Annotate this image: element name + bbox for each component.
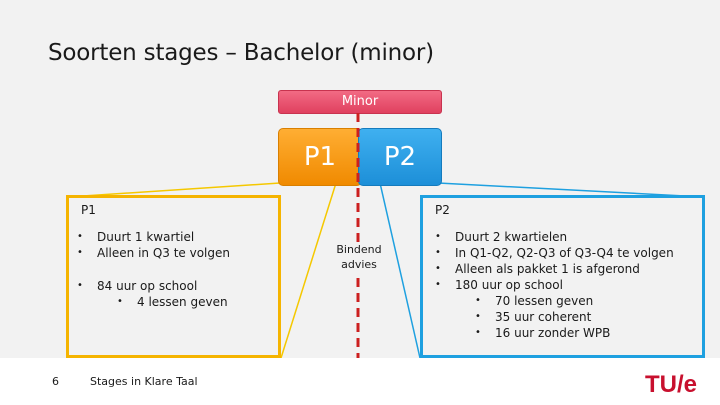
p2-bullet-item: In Q1-Q2, Q2-Q3 of Q3-Q4 te volgen <box>433 245 674 261</box>
footer-text: Stages in Klare Taal <box>90 375 198 388</box>
tue-logo: TU/e <box>645 371 697 398</box>
minor-bar: Minor <box>278 90 442 114</box>
p2-block: P2 <box>358 128 442 186</box>
bindend-advies-label: Bindend advies <box>327 242 391 272</box>
p2-box: P2 Duurt 2 kwartielen In Q1-Q2, Q2-Q3 of… <box>420 195 705 358</box>
p2-box-heading: P2 <box>435 203 450 217</box>
p2-sub-bullet-item: 16 uur zonder WPB <box>433 325 674 341</box>
slide-title: Soorten stages – Bachelor (minor) <box>48 40 434 66</box>
p2-bullet-item: 180 uur op school <box>433 277 674 293</box>
svg-text:TU/e: TU/e <box>645 371 697 398</box>
advies-line: Bindend <box>336 243 382 256</box>
p1-bullet-item: 84 uur op school <box>75 278 228 294</box>
p1-sub-bullet-item: 4 lessen geven <box>75 294 228 310</box>
p1-bullet-list: Duurt 1 kwartiel Alleen in Q3 te volgen <box>75 229 230 261</box>
p2-bullet-item: Alleen als pakket 1 is afgerond <box>433 261 674 277</box>
p2-sub-bullet-item: 35 uur coherent <box>433 309 674 325</box>
p1-connector-right <box>280 182 337 359</box>
p2-connector-left <box>379 182 421 359</box>
page-number: 6 <box>52 375 59 388</box>
footer-band <box>0 358 720 405</box>
p1-bullet-list-2: 84 uur op school 4 lessen geven <box>75 278 228 310</box>
p1-block: P1 <box>278 128 362 186</box>
p1-box-heading: P1 <box>81 203 96 217</box>
p1-bullet-item: Alleen in Q3 te volgen <box>75 245 230 261</box>
p2-sub-bullet-item: 70 lessen geven <box>433 293 674 309</box>
advies-line: advies <box>341 258 377 271</box>
p1-connector-left <box>67 182 281 198</box>
p2-bullet-item: Duurt 2 kwartielen <box>433 229 674 245</box>
p2-bullet-list: Duurt 2 kwartielen In Q1-Q2, Q2-Q3 of Q3… <box>433 229 674 341</box>
p1-box: P1 Duurt 1 kwartiel Alleen in Q3 te volg… <box>66 195 281 358</box>
p1-bullet-item: Duurt 1 kwartiel <box>75 229 230 245</box>
p2-connector-right <box>437 182 705 198</box>
